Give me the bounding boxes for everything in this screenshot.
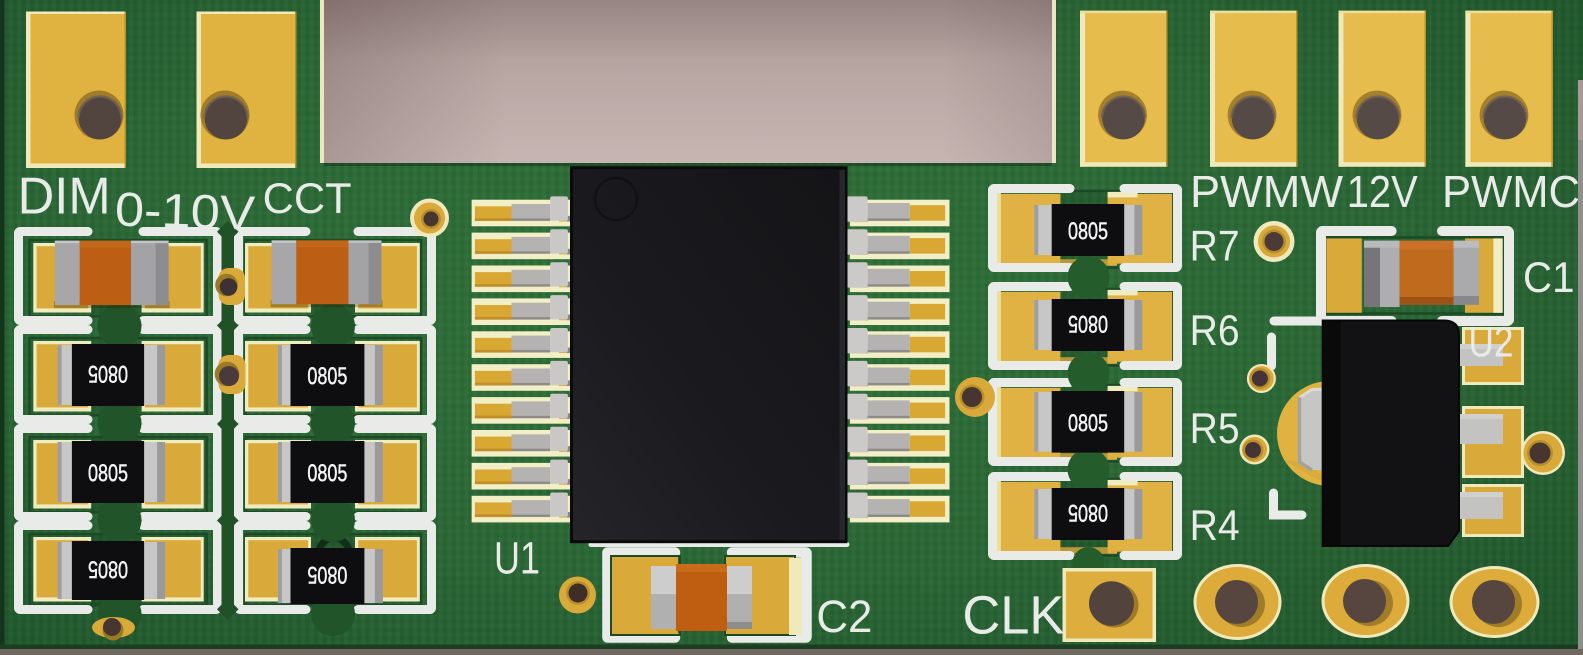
svg-text:0-10V: 0-10V — [114, 184, 256, 241]
svg-text:0805: 0805 — [307, 460, 347, 487]
svg-text:0805: 0805 — [1068, 410, 1108, 437]
svg-text:0805: 0805 — [88, 460, 128, 487]
svg-text:0805: 0805 — [1068, 218, 1108, 245]
svg-text:PWMW: PWMW — [1190, 166, 1344, 217]
svg-text:C2: C2 — [816, 591, 872, 642]
svg-text:0805: 0805 — [88, 556, 128, 583]
svg-text:U1: U1 — [494, 533, 540, 584]
svg-text:CLK: CLK — [962, 586, 1064, 646]
svg-text:0805: 0805 — [88, 360, 128, 387]
svg-text:12V: 12V — [1347, 166, 1418, 217]
svg-text:0805: 0805 — [1068, 310, 1108, 337]
svg-text:CCT: CCT — [263, 175, 352, 223]
svg-text:0805: 0805 — [307, 363, 347, 390]
svg-text:C1: C1 — [1523, 254, 1575, 302]
svg-text:R6: R6 — [1190, 307, 1240, 355]
svg-text:R4: R4 — [1190, 502, 1240, 550]
svg-text:U2: U2 — [1469, 320, 1514, 367]
svg-text:0805: 0805 — [1068, 499, 1108, 526]
svg-text:0805: 0805 — [307, 561, 347, 588]
svg-text:R7: R7 — [1190, 222, 1240, 270]
svg-text:DIM: DIM — [18, 167, 111, 225]
svg-text:R5: R5 — [1190, 405, 1240, 453]
svg-text:PWMC: PWMC — [1442, 166, 1580, 217]
